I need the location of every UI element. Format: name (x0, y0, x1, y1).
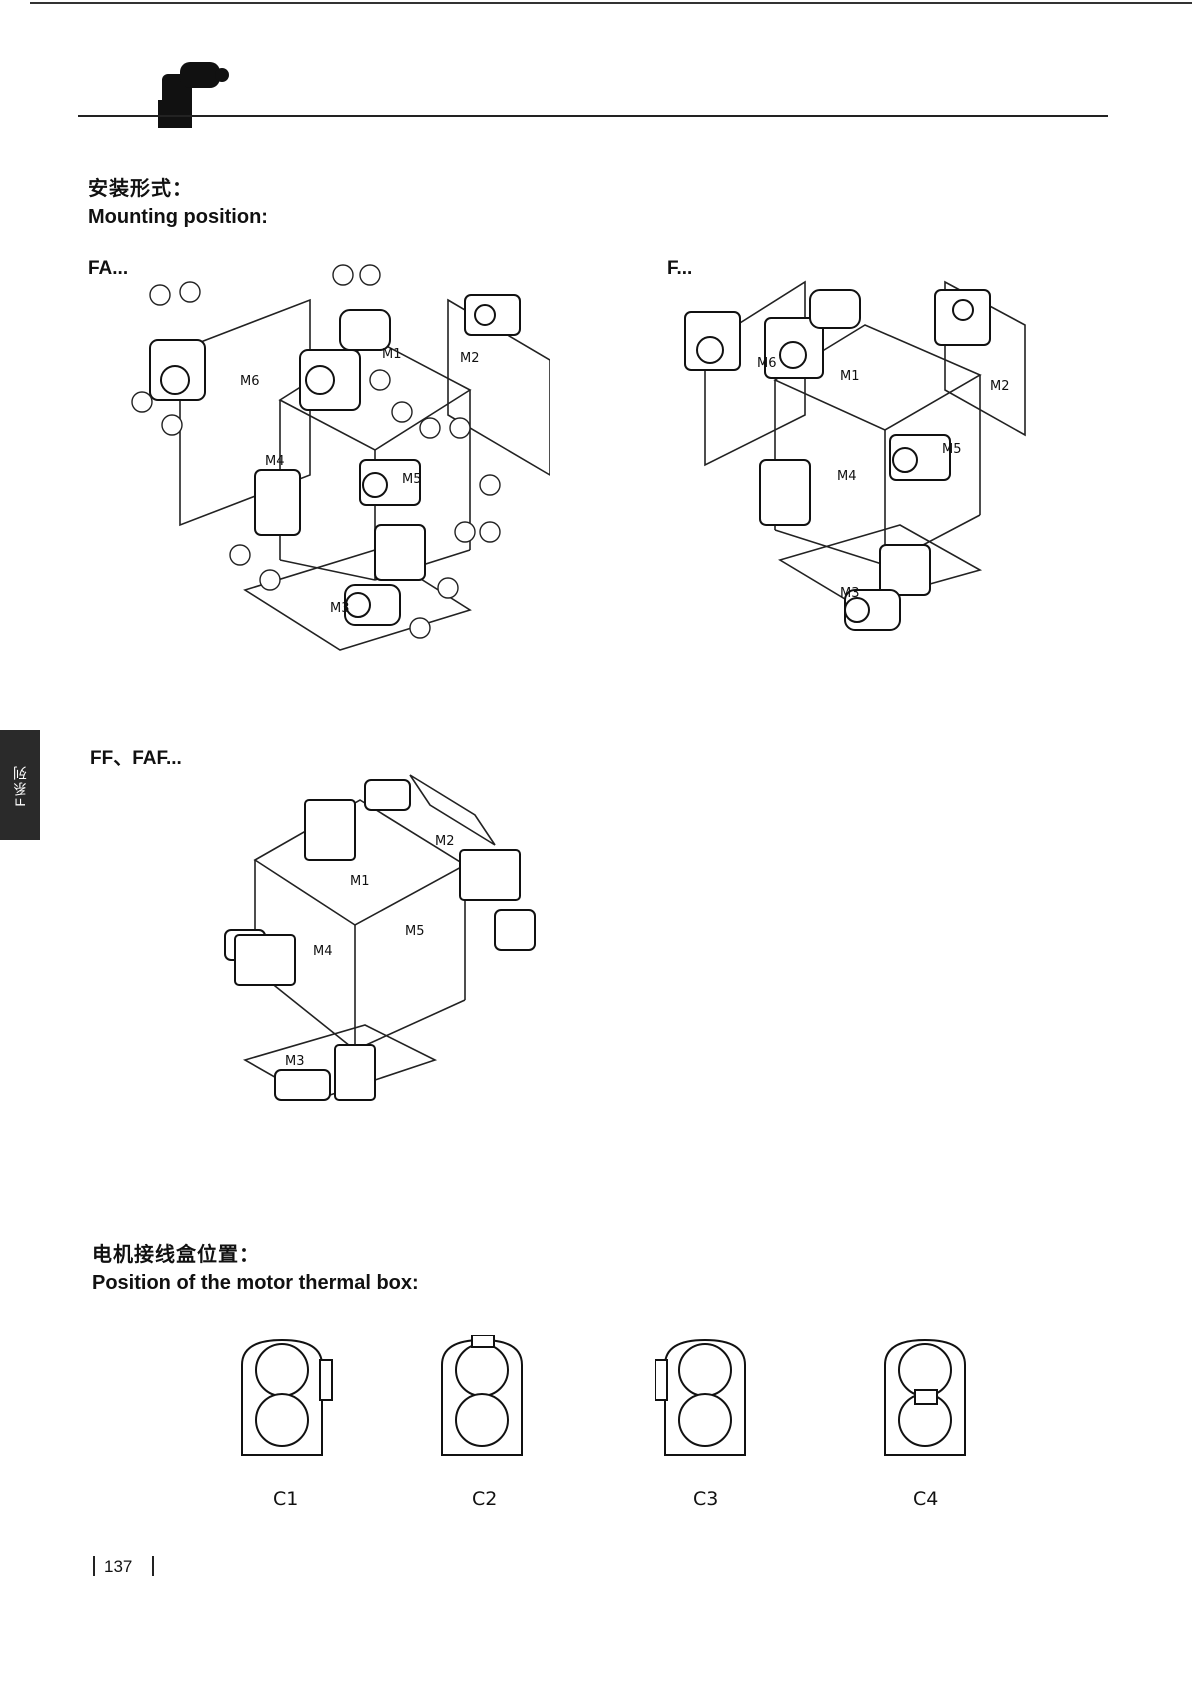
f-label-m4: M4 (837, 469, 857, 484)
gearmotor-logo-icon (158, 62, 229, 128)
thermal-box-caption-c2: C2 (472, 1488, 498, 1510)
thermal-box-caption-c4: C4 (913, 1488, 939, 1510)
page-number-left-bar (93, 1556, 95, 1576)
thermal-box-caption-c3: C3 (693, 1488, 719, 1510)
fa-mounting-diagram: M1 M2 M3 M4 M5 M6 (131, 264, 550, 651)
f-label-m2: M2 (990, 379, 1010, 394)
ff-series-label: FF、FAF... (90, 748, 182, 769)
f-label-m3: M3 (840, 586, 860, 601)
fa-series-label: FA... (88, 258, 129, 279)
ff-label-m5: M5 (405, 924, 425, 939)
f-label-m5: M5 (942, 442, 962, 457)
mounting-title-cn: 安装形式： (88, 178, 193, 200)
fa-label-m4: M4 (265, 454, 285, 469)
thermal-box-caption-c1: C1 (273, 1488, 299, 1510)
f-label-m6: M6 (757, 356, 777, 371)
ff-label-m3: M3 (285, 1054, 305, 1069)
mounting-title-en: Mounting position: (88, 206, 268, 228)
fa-label-m6: M6 (240, 374, 260, 389)
f-mounting-diagram: M1 M2 M3 M4 M5 M6 (684, 280, 1026, 631)
top-border (30, 2, 1192, 4)
thermal-box-c4-diagram (884, 1338, 966, 1456)
thermal-box-c1-diagram (241, 1338, 333, 1456)
f-series-label: F... (667, 258, 693, 279)
ff-mounting-diagram: M1 M2 M3 M4 M5 (224, 774, 536, 1101)
fa-label-m1: M1 (382, 347, 402, 362)
ff-label-m2: M2 (435, 834, 455, 849)
thermal-box-c3-diagram (655, 1338, 746, 1456)
thermal-box-title-en: Position of the motor thermal box: (92, 1272, 419, 1294)
series-side-tab: F系列 (0, 730, 40, 840)
page-number-right-bar (152, 1556, 154, 1576)
ff-label-m1: M1 (350, 874, 370, 889)
series-side-tab-label: F系列 (12, 763, 28, 807)
fa-label-m2: M2 (460, 351, 480, 366)
thermal-box-title-cn: 电机接线盒位置： (92, 1244, 260, 1266)
thermal-box-c2-diagram (441, 1335, 523, 1456)
fa-label-m3: M3 (330, 601, 350, 616)
ff-label-m4: M4 (313, 944, 333, 959)
f-label-m1: M1 (840, 369, 860, 384)
page-number: 137 (104, 1557, 133, 1576)
fa-label-m5: M5 (402, 472, 422, 487)
header-rule (78, 115, 1108, 117)
